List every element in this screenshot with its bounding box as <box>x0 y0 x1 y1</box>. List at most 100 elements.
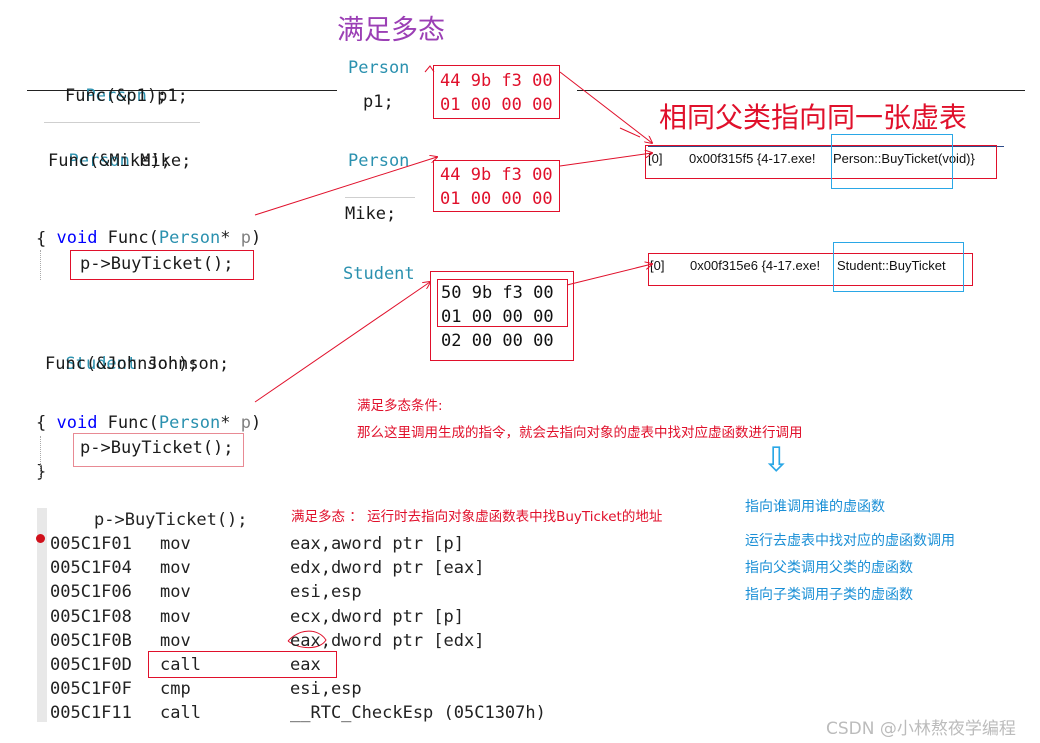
separator-left <box>27 90 337 91</box>
polymorphism-title: 满足多态 <box>337 15 445 46</box>
disasm-opcode: mov <box>160 582 191 603</box>
person1-dump-row-1: 44 9b f3 00 <box>440 71 553 91</box>
student-memory-box <box>430 271 574 361</box>
disasm-row: 005C1F06 mov esi,esp <box>50 580 362 604</box>
student-vptr-box <box>437 279 568 327</box>
blue-note-2: 运行去虚表中找对应的虚函数调用 <box>745 533 955 549</box>
eax-underline <box>287 630 327 649</box>
disasm-address: 005C1F0F <box>50 679 132 700</box>
person1-type-label: Person <box>348 58 410 78</box>
disasm-address: 005C1F0B <box>50 630 132 651</box>
student-dump-row-1: 50 9b f3 00 <box>441 283 554 303</box>
johnson-declaration: Student Johnson; <box>65 354 230 374</box>
person2-dump-row-2: 01 00 00 00 <box>440 189 553 209</box>
disasm-opcode: call <box>160 703 201 724</box>
indent-guide-2 <box>40 436 42 480</box>
func-brace-open-2: { <box>36 413 47 433</box>
func-signature-2: void Func(Person* p) <box>56 413 262 433</box>
disasm-operands: eax,aword ptr [p] <box>290 534 464 554</box>
func-brace-open-1: { <box>36 229 47 249</box>
func-body-1-box <box>70 250 254 280</box>
student-type-label: Student <box>343 264 415 284</box>
mike-func-call: Func(&Mike); <box>48 151 171 171</box>
disasm-gutter <box>37 508 47 722</box>
separator-middle <box>577 90 1025 91</box>
person-vtable-func-highlight <box>831 134 953 189</box>
arrow-student-to-vtable <box>566 264 652 286</box>
p1-func-call: Func(&p1); <box>65 86 168 106</box>
arrow-func2-to-student <box>254 282 430 403</box>
condition-body: 那么这里调用生成的指令，就会去指向对象的虚表中找对应虚函数进行调用 <box>357 425 803 441</box>
breakpoint-dot[interactable] <box>36 534 45 543</box>
disasm-row: 005C1F0F cmp esi,esp <box>50 677 362 701</box>
arrow-person1-to-vtable <box>559 71 652 143</box>
watermark: CSDN @小林熬夜学编程 <box>826 719 1016 739</box>
student-dump-row-3: 02 00 00 00 <box>441 331 554 351</box>
disasm-opcode: mov <box>160 534 191 554</box>
person1-name-label: p1; <box>363 92 394 112</box>
disasm-row: 005C1F04 mov edx,dword ptr [eax] <box>50 556 484 580</box>
separator-code <box>44 122 200 123</box>
disasm-operands: __RTC_CheckEsp (05C1307h) <box>290 703 546 724</box>
disasm-opcode: mov <box>160 558 191 579</box>
disasm-operands: edx,dword ptr [eax] <box>290 558 485 579</box>
johnson-func-call: Func(&Johnson); <box>45 354 199 374</box>
disasm-opcode: mov <box>160 606 191 627</box>
call-eax-box <box>148 651 337 678</box>
disasm-address: 005C1F04 <box>50 558 132 579</box>
person2-name-label: Mike; <box>345 204 397 224</box>
student-vtable-addr: 0x00f315e6 {4-17.exe! <box>690 258 821 273</box>
condition-title: 满足多态条件: <box>357 398 443 414</box>
student-vtable-func: Student::BuyTicket <box>837 258 946 273</box>
arrow-tick-p1 <box>424 65 435 73</box>
person-vtable-box <box>645 145 997 179</box>
person1-memory-box <box>433 65 560 119</box>
person2-type-label: Person <box>348 151 410 171</box>
disasm-opcode: mov <box>160 630 191 651</box>
func-brace-close-2: } <box>36 462 47 482</box>
blue-note-3: 指向父类调用父类的虚函数 <box>745 560 913 576</box>
disasm-opcode: call <box>160 655 201 675</box>
disasm-row: 005C1F0B mov eax,dword ptr [edx] <box>50 629 484 653</box>
person-vtable-func: Person::BuyTicket(void)} <box>833 151 975 166</box>
disasm-operands: eax <box>290 655 321 675</box>
disasm-operands: esi,esp <box>290 582 362 603</box>
blue-note-1: 指向谁调用谁的虚函数 <box>745 499 885 515</box>
separator-vtable <box>648 146 1004 147</box>
disasm-source-line: p->BuyTicket(); <box>94 510 248 530</box>
disasm-row: 005C1F0D call eax <box>50 653 321 677</box>
disasm-opcode: cmp <box>160 679 191 700</box>
disasm-address: 005C1F08 <box>50 606 132 627</box>
disasm-address: 005C1F06 <box>50 582 132 603</box>
disasm-address: 005C1F01 <box>50 534 132 554</box>
person-vtable-addr: 0x00f315f5 {4-17.exe! <box>689 151 816 166</box>
disasm-operands: esi,esp <box>290 679 362 700</box>
person2-dump-row-1: 44 9b f3 00 <box>440 165 553 185</box>
mike-declaration: Person Mike; <box>68 151 192 171</box>
person2-memory-box <box>433 160 560 212</box>
arrow-person2-to-vtable <box>559 153 652 167</box>
disasm-address: 005C1F11 <box>50 703 132 724</box>
disasm-operands: eax,dword ptr [edx] <box>290 630 485 651</box>
disasm-row: 005C1F11 call __RTC_CheckEsp (05C1307h) <box>50 701 546 725</box>
runtime-note: 满足多态 ： 运行时去指向对象虚函数表中找BuyTicket的地址 <box>291 509 663 525</box>
disasm-operands: ecx,dword ptr [p] <box>290 606 464 627</box>
blue-note-4: 指向子类调用子类的虚函数 <box>745 587 913 603</box>
arrow-func1-to-person2 <box>254 157 437 216</box>
p1-declaration: Person p1; <box>85 86 188 106</box>
separator-obj <box>345 197 415 198</box>
indent-guide-1 <box>40 250 42 280</box>
func-body-1: p->BuyTicket(); <box>80 254 234 274</box>
student-dump-row-2: 01 00 00 00 <box>441 307 554 327</box>
func-signature-1: void Func(Person* p) <box>56 228 262 248</box>
disasm-row: 005C1F01 mov eax,aword ptr [p] <box>50 532 464 556</box>
func-body-2: p->BuyTicket(); <box>80 438 234 458</box>
func-body-2-box <box>73 433 244 467</box>
disasm-address: 005C1F0D <box>50 655 132 675</box>
arrow-tick-vt <box>619 127 641 138</box>
same-vtable-title: 相同父类指向同一张虚表 <box>659 101 968 134</box>
disasm-row: 005C1F08 mov ecx,dword ptr [p] <box>50 605 464 629</box>
student-vtable-func-highlight <box>833 242 964 292</box>
down-arrow-icon: ⇩ <box>762 440 791 480</box>
